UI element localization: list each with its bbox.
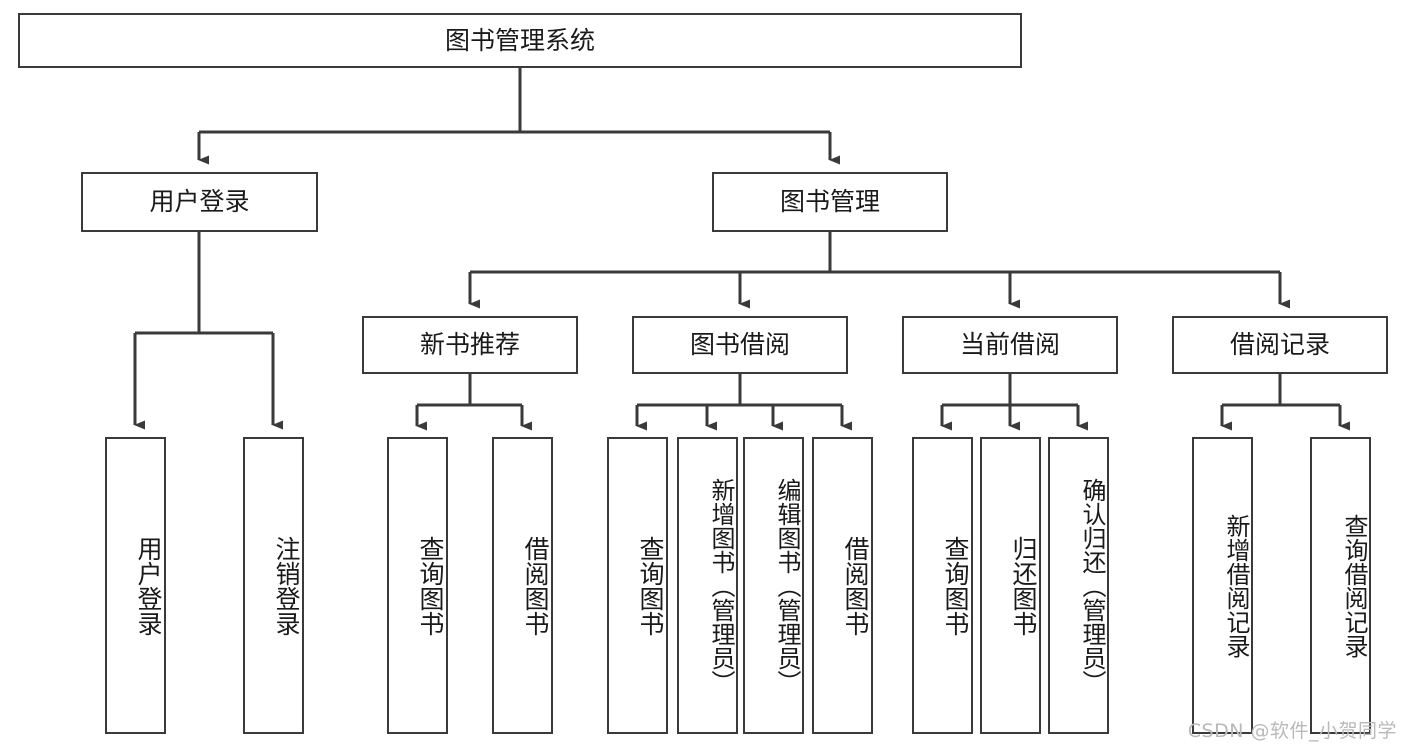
node-leaf-query-book-3-label: 查询图书	[941, 535, 970, 636]
node-leaf-user-login-label: 用户登录	[134, 535, 163, 636]
node-leaf-return-book[interactable]: 归还图书	[980, 437, 1041, 734]
node-leaf-query-borrow-record-label: 查询借阅记录	[1340, 513, 1368, 658]
node-borrow-record[interactable]: 借阅记录	[1172, 316, 1388, 374]
node-leaf-query-book-2-label: 查询图书	[636, 535, 665, 636]
node-book-borrow-label: 图书借阅	[689, 330, 790, 359]
node-leaf-return-book-label: 归还图书	[1009, 535, 1038, 636]
node-user-login-label: 用户登录	[149, 187, 250, 216]
node-leaf-add-borrow-record-label: 新增借阅记录	[1222, 513, 1250, 658]
node-leaf-query-borrow-record[interactable]: 查询借阅记录	[1310, 437, 1371, 734]
node-leaf-borrow-book-1-label: 借阅图书	[521, 535, 550, 636]
node-leaf-query-book-2[interactable]: 查询图书	[607, 437, 668, 734]
node-leaf-confirm-return-label: 确认归还（管理员）	[1078, 477, 1106, 694]
node-new-book-recommend[interactable]: 新书推荐	[362, 316, 578, 374]
node-leaf-add-book[interactable]: 新增图书（管理员）	[677, 437, 738, 734]
node-leaf-borrow-book-2-label: 借阅图书	[841, 535, 870, 636]
node-borrow-record-label: 借阅记录	[1229, 330, 1330, 359]
node-leaf-edit-book[interactable]: 编辑图书（管理员）	[743, 437, 804, 734]
node-leaf-confirm-return[interactable]: 确认归还（管理员）	[1048, 437, 1109, 734]
node-leaf-query-book-1[interactable]: 查询图书	[387, 437, 448, 734]
node-leaf-query-book-1-label: 查询图书	[416, 535, 445, 636]
node-leaf-borrow-book-1[interactable]: 借阅图书	[492, 437, 553, 734]
node-leaf-add-borrow-record[interactable]: 新增借阅记录	[1192, 437, 1253, 734]
node-leaf-add-book-label: 新增图书（管理员）	[707, 477, 735, 694]
node-book-manage[interactable]: 图书管理	[712, 172, 948, 232]
node-root-label: 图书管理系统	[444, 25, 595, 55]
node-current-borrow-label: 当前借阅	[959, 330, 1060, 359]
csdn-watermark: CSDN @软件_小贺同学	[1187, 720, 1397, 742]
node-leaf-logout-login[interactable]: 注销登录	[243, 437, 304, 734]
node-current-borrow[interactable]: 当前借阅	[902, 316, 1118, 374]
node-leaf-query-book-3[interactable]: 查询图书	[912, 437, 973, 734]
node-leaf-edit-book-label: 编辑图书（管理员）	[773, 477, 801, 694]
node-user-login[interactable]: 用户登录	[81, 172, 318, 232]
node-leaf-user-login[interactable]: 用户登录	[105, 437, 166, 734]
node-book-borrow[interactable]: 图书借阅	[632, 316, 848, 374]
node-root[interactable]: 图书管理系统	[18, 13, 1022, 68]
node-new-book-recommend-label: 新书推荐	[419, 330, 520, 359]
node-leaf-borrow-book-2[interactable]: 借阅图书	[812, 437, 873, 734]
node-book-manage-label: 图书管理	[779, 187, 880, 216]
node-leaf-logout-login-label: 注销登录	[272, 535, 301, 636]
